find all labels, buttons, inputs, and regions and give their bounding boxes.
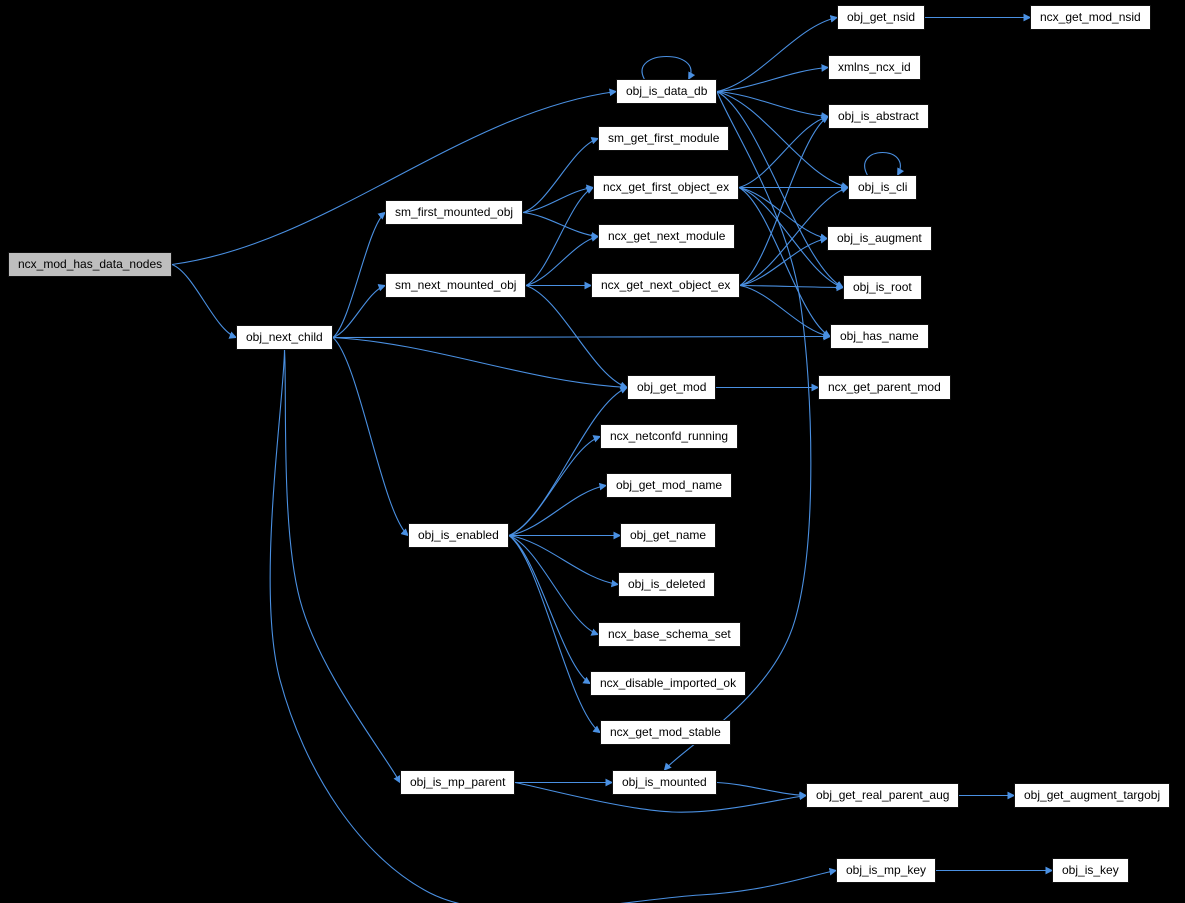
- graph-edge-ncx_get_first_object_ex--obj_is_root: [738, 186, 845, 290]
- graph-edge-ncx_mod_has_data_nodes--obj_next_child: [171, 263, 238, 339]
- graph-node-ncx_get_next_object_ex[interactable]: ncx_get_next_object_ex: [591, 273, 741, 298]
- graph-edge-obj_next_child--obj_has_name: [332, 332, 832, 341]
- graph-node-obj_is_data_db[interactable]: obj_is_data_db: [616, 79, 718, 104]
- graph-edge-obj_is_data_db--obj_is_mounted: [663, 91, 812, 771]
- graph-edge-obj_is_data_db--xmlns_ncx_id: [716, 64, 830, 93]
- graph-node-ncx_base_schema_set[interactable]: ncx_base_schema_set: [598, 622, 741, 647]
- graph-node-obj_get_mod[interactable]: obj_get_mod: [627, 375, 717, 400]
- graph-node-ncx_get_mod_stable[interactable]: ncx_get_mod_stable: [600, 720, 731, 745]
- graph-node-xmlns_ncx_id[interactable]: xmlns_ncx_id: [828, 55, 921, 80]
- graph-edge-obj_is_enabled--ncx_get_mod_stable: [508, 535, 601, 734]
- graph-edge-obj_is_data_db--obj_is_data_db: [641, 56, 696, 81]
- graph-node-obj_is_abstract[interactable]: obj_is_abstract: [828, 104, 929, 129]
- graph-edge-obj_is_enabled--ncx_disable_imported_ok: [508, 535, 591, 685]
- graph-node-obj_is_augment[interactable]: obj_is_augment: [827, 226, 932, 251]
- graph-node-ncx_get_next_module[interactable]: ncx_get_next_module: [598, 224, 736, 249]
- graph-node-obj_is_mp_key[interactable]: obj_is_mp_key: [836, 858, 937, 883]
- graph-edge-ncx_get_next_object_ex--obj_has_name: [739, 284, 832, 340]
- graph-edge-obj_is_data_db--obj_is_abstract: [716, 90, 830, 120]
- graph-edge-obj_is_mp_parent--obj_get_real_parent_aug: [514, 781, 808, 813]
- graph-node-obj_get_mod_name[interactable]: obj_get_mod_name: [606, 473, 733, 498]
- graph-node-sm_get_first_module[interactable]: sm_get_first_module: [598, 126, 730, 151]
- graph-edge-obj_is_cli--obj_is_cli: [864, 151, 905, 177]
- graph-node-ncx_get_mod_nsid[interactable]: ncx_get_mod_nsid: [1030, 5, 1151, 30]
- graph-node-obj_has_name[interactable]: obj_has_name: [830, 324, 929, 349]
- graph-edge-sm_next_mounted_obj--obj_get_mod: [525, 284, 629, 389]
- graph-edge-sm_first_mounted_obj--sm_get_first_module: [522, 136, 600, 214]
- graph-edge-obj_is_enabled--ncx_base_schema_set: [508, 534, 600, 636]
- graph-edge-obj_is_enabled--obj_is_deleted: [508, 534, 620, 588]
- graph-node-obj_is_key[interactable]: obj_is_key: [1052, 858, 1129, 883]
- graph-node-obj_get_real_parent_aug[interactable]: obj_get_real_parent_aug: [806, 783, 960, 808]
- graph-node-obj_is_mp_parent[interactable]: obj_is_mp_parent: [400, 770, 516, 795]
- graph-edge-obj_next_child--obj_is_enabled: [332, 337, 409, 537]
- graph-node-obj_get_nsid[interactable]: obj_get_nsid: [837, 5, 926, 30]
- graph-node-obj_is_mounted[interactable]: obj_is_mounted: [612, 770, 717, 795]
- graph-edge-obj_is_data_db--obj_is_root: [716, 91, 845, 289]
- graph-edge-ncx_mod_has_data_nodes--obj_is_data_db: [171, 88, 618, 266]
- graph-node-ncx_get_parent_mod[interactable]: ncx_get_parent_mod: [818, 375, 951, 400]
- graph-node-ncx_get_first_object_ex[interactable]: ncx_get_first_object_ex: [593, 175, 740, 200]
- graph-node-obj_is_root[interactable]: obj_is_root: [843, 275, 922, 300]
- graph-node-ncx_netconfd_running[interactable]: ncx_netconfd_running: [600, 424, 739, 449]
- graph-edge-ncx_get_next_object_ex--obj_is_abstract: [739, 115, 829, 286]
- graph-node-sm_first_mounted_obj[interactable]: sm_first_mounted_obj: [385, 200, 524, 225]
- graph-edge-obj_is_enabled--obj_get_mod_name: [508, 482, 608, 537]
- graph-edge-sm_first_mounted_obj--ncx_get_first_object_ex: [522, 184, 595, 214]
- graph-node-obj_is_deleted[interactable]: obj_is_deleted: [618, 572, 716, 597]
- graph-edge-obj_is_enabled--obj_get_mod: [508, 386, 629, 537]
- graph-node-obj_next_child[interactable]: obj_next_child: [236, 325, 333, 350]
- graph-edge-ncx_get_next_object_ex--obj_is_root: [739, 283, 845, 292]
- graph-node-ncx_disable_imported_ok[interactable]: ncx_disable_imported_ok: [590, 671, 747, 696]
- graph-edge-sm_next_mounted_obj--ncx_get_first_object_ex: [525, 186, 595, 286]
- graph-node-sm_next_mounted_obj[interactable]: sm_next_mounted_obj: [385, 273, 527, 298]
- graph-edge-obj_is_data_db--obj_is_cli: [716, 90, 850, 190]
- graph-edge-obj_is_enabled--ncx_netconfd_running: [508, 435, 602, 537]
- graph-node-obj_is_cli[interactable]: obj_is_cli: [848, 175, 918, 200]
- graph-edge-obj_is_mounted--obj_get_real_parent_aug: [716, 781, 808, 800]
- graph-node-obj_is_enabled[interactable]: obj_is_enabled: [408, 523, 509, 548]
- graph-edge-obj_is_data_db--obj_get_nsid: [716, 15, 839, 93]
- graph-edge-obj_next_child--sm_next_mounted_obj: [332, 283, 387, 339]
- graph-edge-sm_next_mounted_obj--ncx_get_next_module: [525, 234, 600, 287]
- graph-edge-obj_next_child--sm_first_mounted_obj: [332, 211, 386, 338]
- graph-edge-ncx_get_first_object_ex--obj_has_name: [738, 187, 832, 338]
- graph-edge-ncx_get_next_object_ex--obj_is_cli: [739, 185, 850, 287]
- graph-edge-obj_next_child--obj_is_mp_key: [269, 349, 838, 903]
- graph-edge-obj_next_child--obj_get_mod: [332, 336, 629, 391]
- graph-edge-ncx_get_next_object_ex--obj_is_augment: [739, 235, 829, 287]
- graph-edge-obj_next_child--obj_is_mp_parent: [283, 349, 401, 784]
- graph-edge-sm_first_mounted_obj--ncx_get_next_module: [522, 211, 600, 240]
- graph-node-ncx_mod_has_data_nodes: ncx_mod_has_data_nodes: [8, 252, 173, 277]
- graph-node-obj_get_augment_targobj[interactable]: obj_get_augment_targobj: [1014, 783, 1171, 808]
- graph-edge-ncx_get_first_object_ex--obj_is_abstract: [738, 114, 830, 189]
- graph-edge-ncx_get_first_object_ex--obj_is_augment: [738, 186, 829, 241]
- graph-node-obj_get_name[interactable]: obj_get_name: [620, 523, 717, 548]
